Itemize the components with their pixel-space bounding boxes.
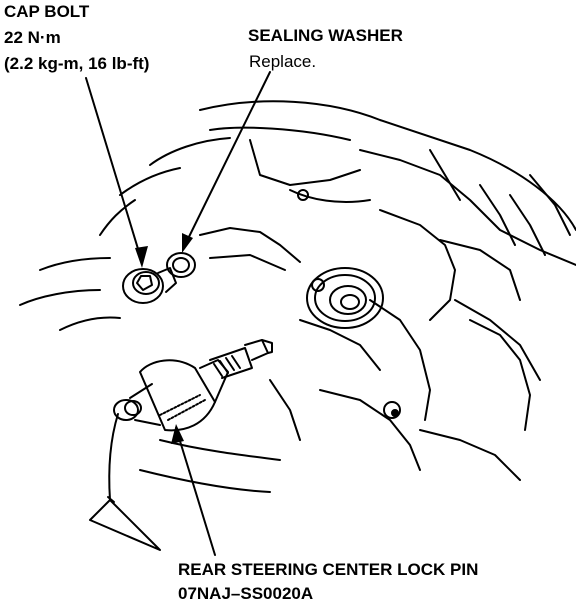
sealing-washer-label: SEALING WASHER bbox=[248, 26, 403, 45]
cap-bolt bbox=[122, 267, 177, 304]
lock-pin-tool bbox=[89, 339, 273, 551]
cap-bolt-arrowhead bbox=[135, 246, 148, 268]
sealing-washer bbox=[166, 252, 196, 278]
washer-arrowhead bbox=[182, 233, 193, 253]
leader-lines bbox=[85, 71, 271, 556]
cap-bolt-torque-alt: (2.2 kg-m, 16 lb-ft) bbox=[4, 54, 150, 73]
cap-bolt-label: CAP BOLT bbox=[4, 2, 90, 21]
lock-pin-arrowhead bbox=[171, 424, 184, 444]
lock-pin-part-number: 07NAJ–SS0020A bbox=[178, 584, 314, 603]
cap-bolt-torque: 22 N·m bbox=[4, 28, 61, 47]
sealing-washer-note: Replace. bbox=[249, 52, 317, 71]
mounting-boss bbox=[297, 189, 401, 419]
gearbox-housing bbox=[19, 100, 576, 493]
lock-pin-label: REAR STEERING CENTER LOCK PIN bbox=[178, 560, 479, 579]
